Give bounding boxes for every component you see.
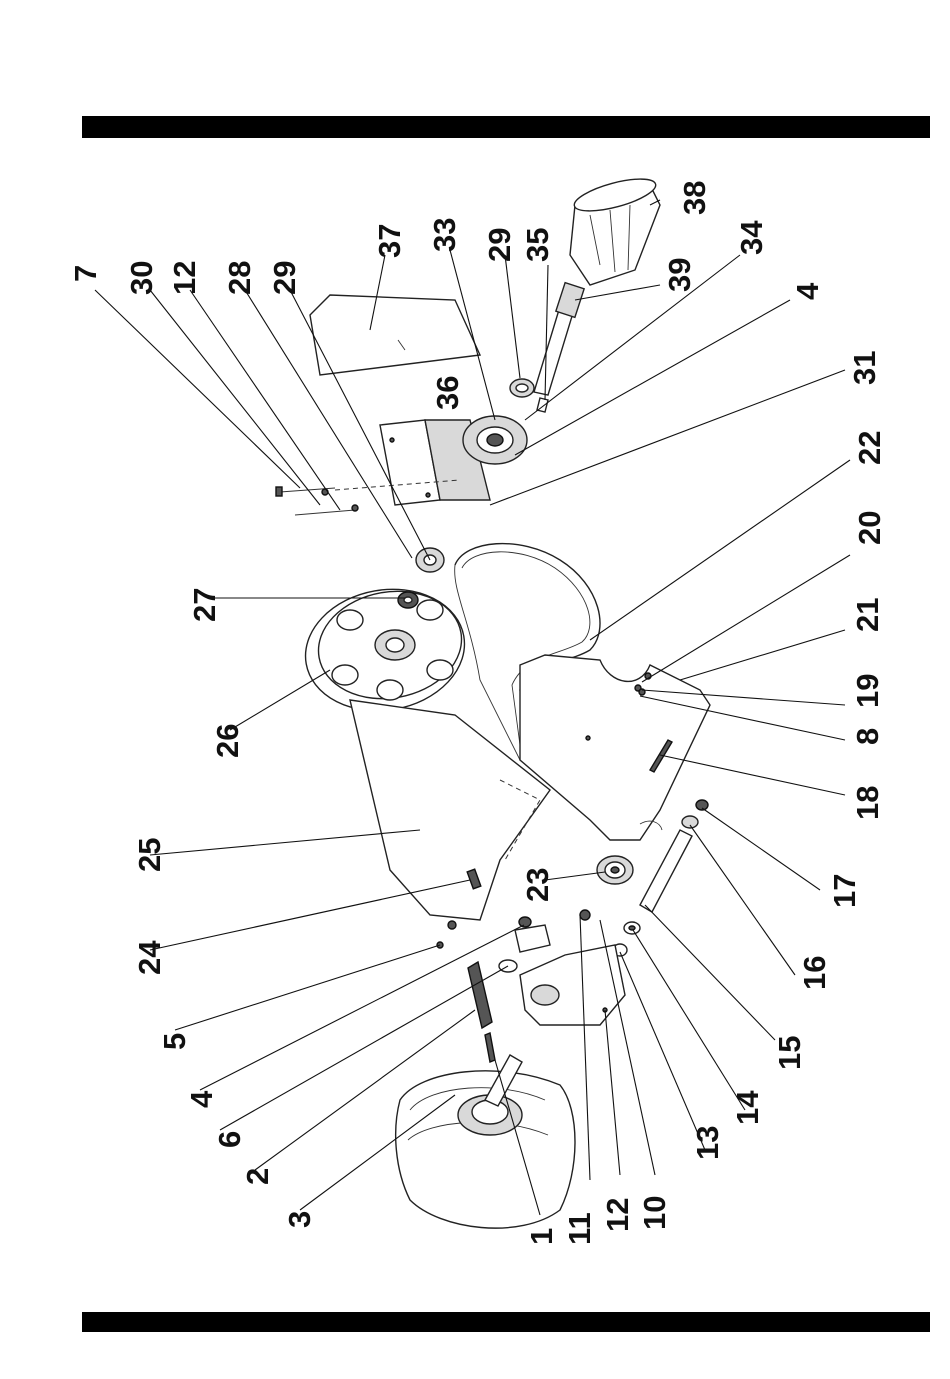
part-large-pulley [296,577,474,723]
callout-17: 17 [827,874,862,908]
callout-29b: 29 [482,228,517,262]
part-fittings [499,917,550,972]
callout-5: 5 [157,1033,192,1050]
callout-26: 26 [210,724,245,758]
callout-34: 34 [734,220,769,255]
callout-19: 19 [850,674,885,708]
part-nut-lower [437,921,456,948]
callout-3: 3 [282,1211,317,1228]
callout-1: 1 [524,1228,559,1245]
callout-11: 11 [562,1212,597,1245]
callout-21: 21 [850,598,885,632]
callout-36: 36 [430,376,465,410]
part-cover-plate [310,295,480,375]
callout-4: 4 [790,282,825,300]
part-hopper [570,173,660,285]
callout-18: 18 [850,786,885,820]
part-small-pulley [597,856,633,884]
part-drum [396,1071,575,1228]
callout-13: 13 [690,1126,725,1160]
callout-24: 24 [132,940,167,975]
callout-22: 22 [852,431,887,465]
callout-38: 38 [677,181,712,215]
callout-2: 2 [240,1168,275,1185]
part-upper-shaft [534,283,584,412]
part-bearing-flange [463,416,527,464]
callout-28: 28 [222,261,257,295]
callout-20: 20 [852,511,887,545]
callout-37: 37 [372,224,407,258]
callout-15: 15 [772,1036,807,1070]
callout-12b: 12 [600,1198,635,1232]
callout-25: 25 [132,838,167,872]
callout-12: 12 [167,261,202,295]
callout-30: 30 [124,261,159,295]
part-belt-guard [520,655,710,840]
callout-23: 23 [520,868,555,902]
callout-7: 7 [68,265,103,282]
callout-33: 33 [427,218,462,252]
callout-29: 29 [267,261,302,295]
callout-6: 6 [212,1131,247,1148]
part-bearing-upper [510,379,534,397]
callout-8: 8 [850,728,885,745]
callout-10: 10 [637,1196,672,1230]
callout-31: 31 [847,351,882,385]
callout-4b: 4 [184,1090,219,1108]
callout-35: 35 [520,228,555,262]
part-pulley-hub [398,592,418,608]
callout-27: 27 [187,588,222,622]
callout-39: 39 [662,258,697,292]
callout-14: 14 [730,1090,765,1125]
callout-16: 16 [797,956,832,990]
part-washers [613,922,640,956]
